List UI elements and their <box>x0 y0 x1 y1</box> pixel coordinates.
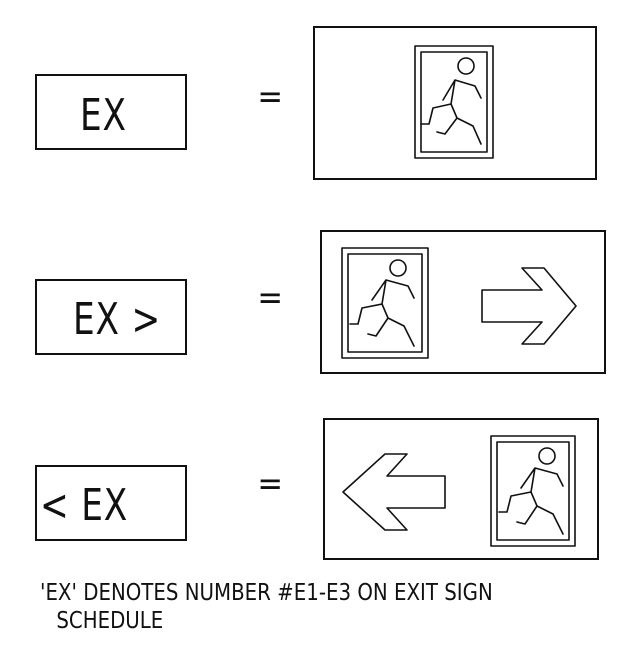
schedule-note-line-1: 'EX' DENOTES NUMBER #E1-E3 ON EXIT SIGN <box>40 580 493 606</box>
sign-type-label-box-1 <box>35 74 187 150</box>
sign-type-label-3: < EX <box>40 480 128 531</box>
schedule-note-line-2: SCHEDULE <box>56 608 164 634</box>
running-man-icon <box>414 45 494 159</box>
arrow-right-icon <box>481 267 577 345</box>
sign-type-label-box-3 <box>35 465 187 541</box>
exit-sign-graphic-left <box>342 435 576 547</box>
exit-sign-graphic-right <box>341 247 577 359</box>
schedule-note: 'EX' DENOTES NUMBER #E1-E3 ON EXIT SIGN … <box>40 579 620 635</box>
equals-sign-2: = <box>257 278 284 318</box>
sign-type-label-1: EX <box>80 90 127 141</box>
equals-sign-1: = <box>257 77 284 117</box>
exit-sign-center <box>313 26 597 180</box>
sign-type-label-2: EX > <box>73 294 161 345</box>
exit-sign-arrow-right <box>320 230 606 374</box>
sign-type-label-box-2 <box>35 279 187 355</box>
exit-sign-arrow-left <box>323 418 599 560</box>
arrow-left-icon <box>342 453 446 531</box>
running-man-icon <box>341 247 429 359</box>
equals-sign-3: = <box>257 464 284 504</box>
running-man-icon <box>490 435 576 547</box>
